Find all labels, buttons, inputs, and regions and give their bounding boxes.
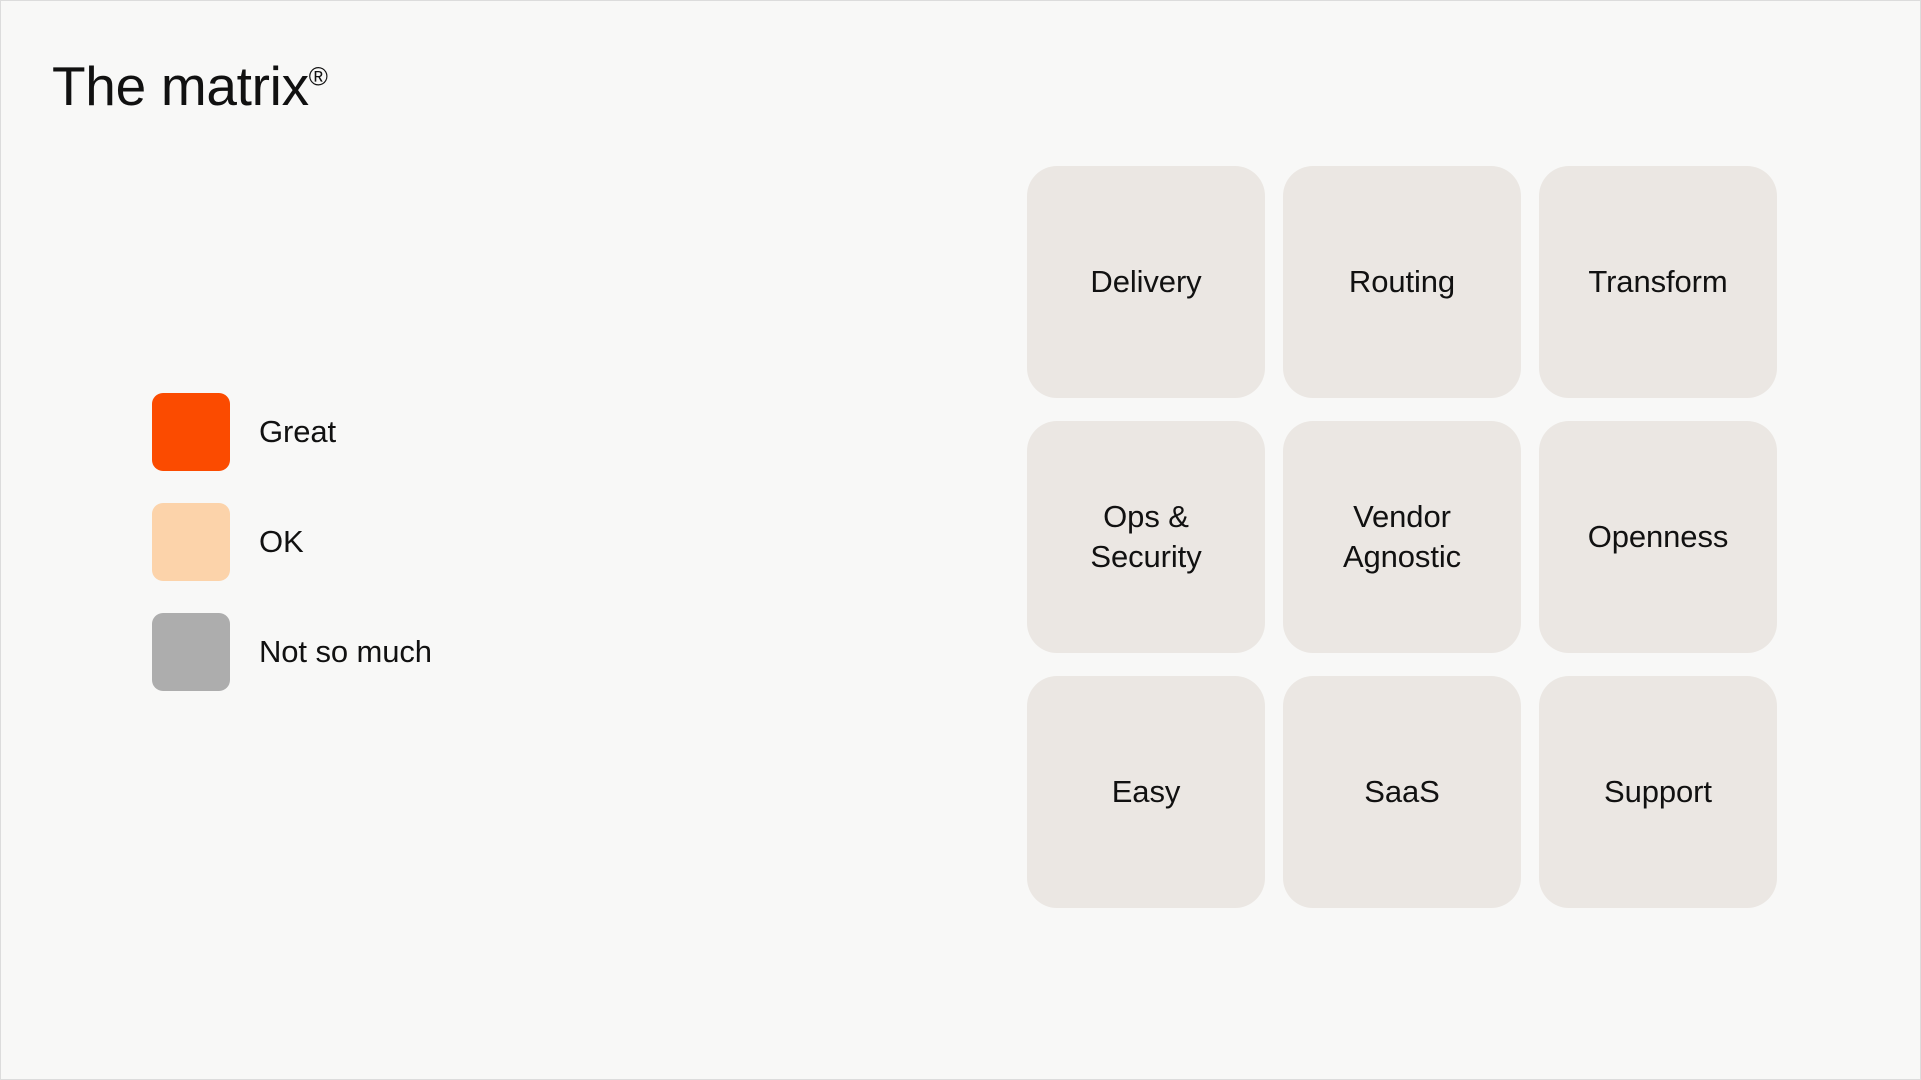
legend-label-ok: OK (259, 524, 304, 559)
matrix-cell-ops-security[interactable]: Ops & Security (1027, 421, 1265, 653)
matrix-cell-label: Vendor Agnostic (1342, 499, 1462, 574)
matrix-cell-transform[interactable]: Transform (1539, 166, 1777, 398)
legend-item-ok: OK (152, 503, 432, 581)
matrix-cell-openness[interactable]: Openness (1539, 421, 1777, 653)
legend-label-great: Great (259, 414, 337, 449)
legend-label-not-so-much: Not so much (259, 634, 432, 669)
matrix-cell-label: SaaS (1364, 774, 1440, 810)
registered-trademark-icon: ® (308, 61, 328, 92)
matrix-cell-saas[interactable]: SaaS (1283, 676, 1521, 908)
swatch-not-so-much-icon (152, 613, 230, 691)
matrix-cell-label: Routing (1348, 264, 1456, 300)
matrix-cell-label: Support (1604, 774, 1712, 810)
matrix-cell-label: Ops & Security (1090, 499, 1202, 574)
matrix-grid: Delivery Routing Transform Ops & Securit… (1027, 166, 1777, 908)
matrix-cell-support[interactable]: Support (1539, 676, 1777, 908)
swatch-ok-icon (152, 503, 230, 581)
matrix-cell-easy[interactable]: Easy (1027, 676, 1265, 908)
matrix-cell-label: Transform (1588, 264, 1728, 300)
legend-item-not-so-much: Not so much (152, 613, 432, 691)
matrix-cell-routing[interactable]: Routing (1283, 166, 1521, 398)
matrix-cell-label: Openness (1587, 519, 1729, 555)
legend: Great OK Not so much (152, 393, 432, 691)
matrix-cell-vendor-agnostic[interactable]: Vendor Agnostic (1283, 421, 1521, 653)
legend-item-great: Great (152, 393, 432, 471)
page-title-text: The matrix (52, 55, 309, 117)
swatch-great-icon (152, 393, 230, 471)
matrix-cell-label: Easy (1111, 774, 1181, 810)
page-title: The matrix® (52, 56, 328, 117)
matrix-cell-delivery[interactable]: Delivery (1027, 166, 1265, 398)
matrix-cell-label: Delivery (1090, 264, 1202, 300)
